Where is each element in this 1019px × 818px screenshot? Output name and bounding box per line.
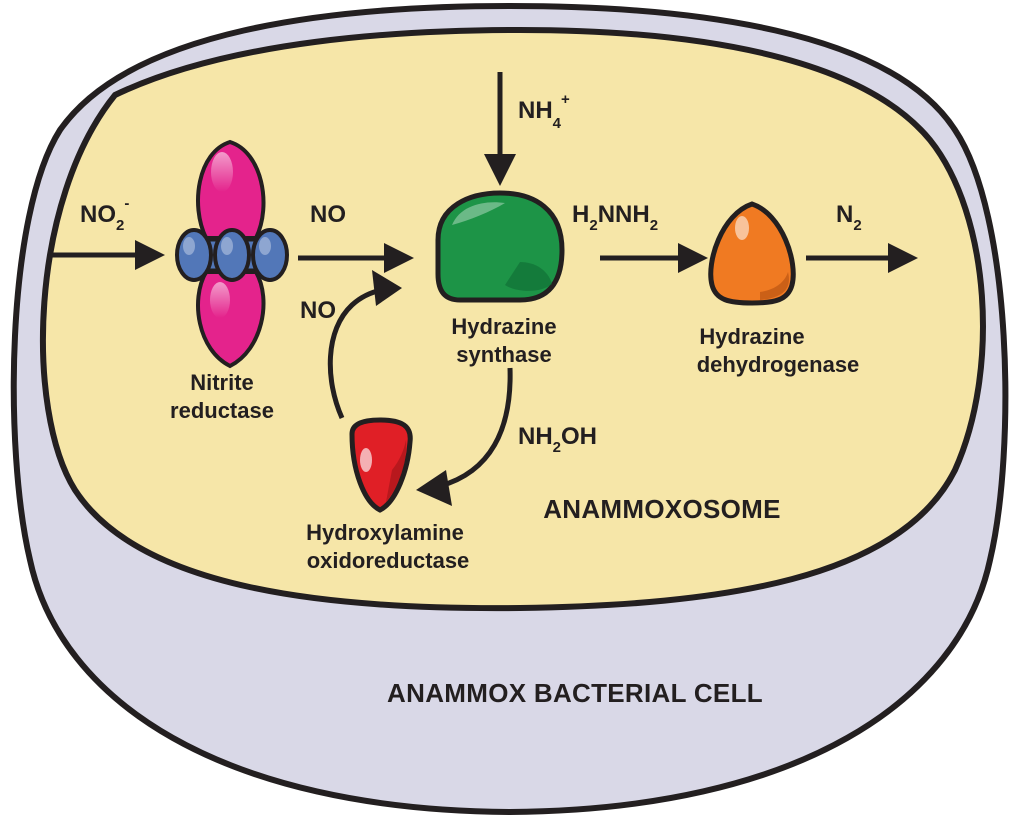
arrow-hydroxylamine <box>416 367 513 506</box>
hydroxylamine-oxidoreductase-label-line1: Hydroxylamine <box>306 520 464 545</box>
hydrazine-dehydrogenase-label-line1: Hydrazine <box>699 324 804 349</box>
dinitrogen-label: N2 <box>836 201 862 234</box>
hydrazine-synthase-icon <box>435 190 565 303</box>
cell-label: ANAMMOX BACTERIAL CELL <box>387 678 763 708</box>
arrow-hydrazine-to-dehydrogenase <box>600 243 708 273</box>
hydrazine-label: H2NNH2 <box>572 201 658 234</box>
nitrite-label: NO2- <box>80 195 129 234</box>
arrow-no-to-synthase <box>298 243 414 273</box>
anammoxosome-compartment <box>39 26 986 612</box>
arrow-dinitrogen-out <box>806 243 918 273</box>
hydrazine-dehydrogenase-icon <box>708 201 796 306</box>
nitrite-reductase-icon <box>175 139 289 369</box>
ammonium-label: NH4+ <box>518 91 570 132</box>
hydroxylamine-oxidoreductase-icon <box>349 417 413 513</box>
hydrazine-synthase-label-line1: Hydrazine <box>451 314 556 339</box>
hydrazine-dehydrogenase-label-line2: dehydrogenase <box>697 352 860 377</box>
arrow-no-loop <box>327 270 402 420</box>
hydroxylamine-oxidoreductase-label-line2: oxidoreductase <box>307 548 470 573</box>
arrow-nitrite-in <box>52 240 165 270</box>
arrow-ammonium-in <box>484 72 516 186</box>
hydroxylamine-label: NH2OH <box>518 423 597 456</box>
nitric-oxide-label: NO <box>310 201 346 228</box>
nitric-oxide-loop-label: NO <box>300 297 336 324</box>
nitrite-reductase-label-line1: Nitrite <box>190 370 254 395</box>
nitrite-reductase-label-line2: reductase <box>170 398 274 423</box>
anammoxosome-label: ANAMMOXOSOME <box>543 494 781 524</box>
hydrazine-synthase-label-line2: synthase <box>456 342 551 367</box>
